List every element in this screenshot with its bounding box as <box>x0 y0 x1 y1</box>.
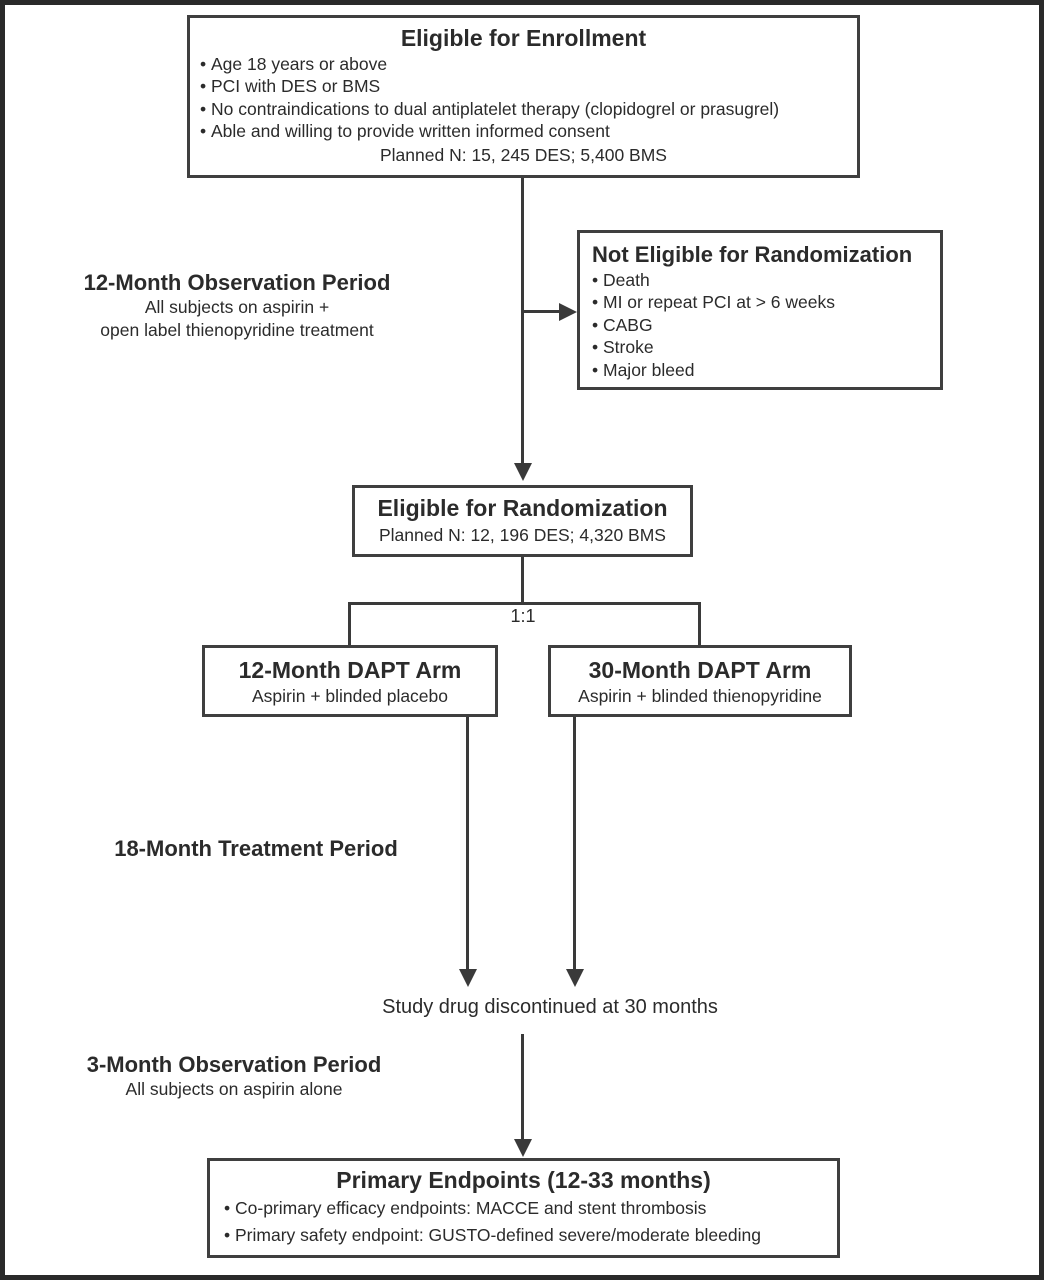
not-eligible-bullet-1: Death <box>592 269 928 292</box>
connector-to-not-eligible <box>523 310 561 313</box>
endpoints-bullet-2: Primary safety endpoint: GUSTO-defined s… <box>224 1222 823 1249</box>
drop-to-arm-12 <box>348 602 351 645</box>
observation-3-line1: All subjects on aspirin alone <box>125 1079 343 1100</box>
arm-30-subtitle: Aspirin + blinded thienopyridine <box>578 685 822 706</box>
observation-12-line2: open label thienopyridine treatment <box>100 320 374 341</box>
not-eligible-bullet-3: CABG <box>592 314 928 337</box>
arrowhead-to-not-eligible <box>559 303 577 321</box>
connector-enrollment-to-randomization <box>521 178 524 463</box>
not-eligible-bullet-5: Major bleed <box>592 359 928 382</box>
connector-randomization-stub <box>521 557 524 602</box>
split-line <box>348 602 701 605</box>
randomization-box: Eligible for Randomization Planned N: 12… <box>352 485 693 557</box>
arm-12-box: 12-Month DAPT Arm Aspirin + blinded plac… <box>202 645 498 717</box>
connector-arm-12-down <box>466 717 469 969</box>
enrollment-bullet-2: PCI with DES or BMS <box>200 75 847 98</box>
connector-arm-30-down <box>573 717 576 969</box>
observation-12-line1: All subjects on aspirin + <box>144 297 330 318</box>
enrollment-title: Eligible for Enrollment <box>400 25 647 51</box>
connector-to-endpoints <box>521 1034 524 1139</box>
discontinued-label: Study drug discontinued at 30 months <box>382 996 718 1018</box>
endpoints-box: Primary Endpoints (12-33 months) Co-prim… <box>207 1158 840 1258</box>
arrowhead-to-endpoints <box>514 1139 532 1157</box>
treatment-18-label: 18-Month Treatment Period <box>76 836 436 862</box>
randomization-title: Eligible for Randomization <box>377 495 668 521</box>
not-eligible-bullet-4: Stroke <box>592 336 928 359</box>
enrollment-bullet-1: Age 18 years or above <box>200 53 847 76</box>
arm-30-title: 30-Month DAPT Arm <box>588 657 812 683</box>
endpoints-title: Primary Endpoints (12-33 months) <box>336 1167 711 1193</box>
arm-12-subtitle: Aspirin + blinded placebo <box>251 685 449 706</box>
enrollment-bullet-3: No contraindications to dual antiplatele… <box>200 98 847 121</box>
arrowhead-arm-30 <box>566 969 584 987</box>
observation-3-label: 3-Month Observation Period All subjects … <box>58 1052 410 1101</box>
randomization-planned-n: Planned N: 12, 196 DES; 4,320 BMS <box>379 524 666 545</box>
observation-12-label: 12-Month Observation Period All subjects… <box>57 270 417 342</box>
not-eligible-title: Not Eligible for Randomization <box>592 242 913 267</box>
randomization-ratio-label: 1:1 <box>510 606 536 626</box>
observation-12-title: 12-Month Observation Period <box>83 270 391 295</box>
endpoints-bullet-1: Co-primary efficacy endpoints: MACCE and… <box>224 1195 823 1222</box>
observation-3-title: 3-Month Observation Period <box>86 1052 382 1077</box>
arm-12-title: 12-Month DAPT Arm <box>238 657 462 683</box>
drop-to-arm-30 <box>698 602 701 645</box>
arrowhead-to-randomization <box>514 463 532 481</box>
enrollment-planned-n: Planned N: 15, 245 DES; 5,400 BMS <box>380 144 667 165</box>
enrollment-bullet-4: Able and willing to provide written info… <box>200 120 847 143</box>
arrowhead-arm-12 <box>459 969 477 987</box>
treatment-18-title: 18-Month Treatment Period <box>114 836 398 861</box>
not-eligible-box: Not Eligible for Randomization Death MI … <box>577 230 943 390</box>
not-eligible-bullet-2: MI or repeat PCI at > 6 weeks <box>592 291 928 314</box>
enrollment-box: Eligible for Enrollment Age 18 years or … <box>187 15 860 178</box>
arm-30-box: 30-Month DAPT Arm Aspirin + blinded thie… <box>548 645 852 717</box>
